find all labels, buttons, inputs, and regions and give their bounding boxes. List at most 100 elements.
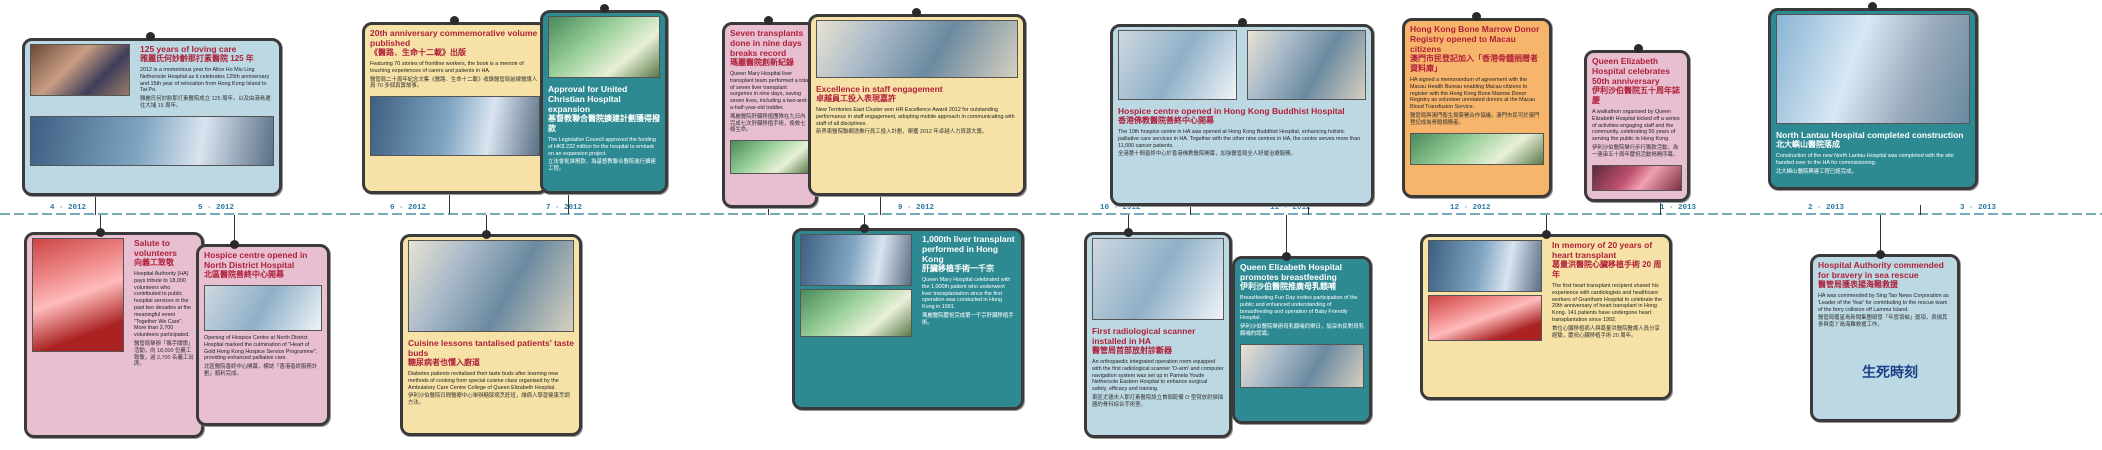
hanging-string [100, 215, 101, 235]
hanging-string [568, 190, 569, 214]
walkathon-photo [1592, 164, 1682, 191]
event-photo [370, 96, 540, 157]
card-body-en: Breastfeeding Fun Day invites participat… [1240, 295, 1358, 322]
hospice-photo [204, 285, 322, 331]
card-title-en: First radiological scanner installed in … [1092, 326, 1196, 346]
card-body-en: 2012 is a momentous year for Alice Ho Mi… [140, 67, 270, 94]
cooking-class-photo [408, 240, 574, 332]
card-title-en: 20th anniversary commemorative volume pu… [370, 28, 538, 48]
card-title-zh: 香港佛教醫院善終中心開幕 [1118, 116, 1214, 125]
card-title-en: In memory of 20 years of heart transplan… [1552, 240, 1653, 260]
hanging-string [1920, 205, 1921, 215]
hanging-string [486, 215, 487, 235]
card-title-zh: 伊利沙伯醫院五十周年誌慶 [1592, 86, 1680, 105]
tick-label: 2 · 2013 [1806, 204, 1847, 212]
card-cuisine-lessons: Cuisine lessons tantalised patients' tas… [400, 234, 582, 436]
pushpin [860, 224, 869, 233]
card-body-zh: 北大嶼山醫院興建工程已經完成。 [1776, 168, 1857, 175]
pushpin [1472, 12, 1481, 21]
card-title-en: 125 years of loving care [140, 44, 237, 54]
event-photo [30, 115, 274, 166]
card-north-lantau: North Lantau Hospital completed construc… [1768, 8, 1978, 190]
pushpin [600, 4, 609, 13]
hanging-string [880, 195, 881, 215]
card-title-en: Hong Kong Bone Marrow Donor Registry ope… [1410, 24, 1540, 54]
card-salute-volunteers: Salute to volunteers 向義工致敬 Hospital Auth… [24, 232, 204, 438]
card-radiological-scanner: First radiological scanner installed in … [1084, 232, 1232, 438]
event-photo [1428, 295, 1542, 341]
pushpin [1542, 230, 1551, 239]
hospital-building-photo [1776, 14, 1970, 124]
card-body-zh: 瑪麗醫院肝臟移植團隊在九日內完成七次肝臟移植手術，挽救七條生命。 [730, 113, 806, 134]
pushpin [1876, 250, 1885, 259]
pushpin [450, 16, 459, 25]
card-title-zh: 瑪麗醫院創新紀錄 [730, 58, 794, 67]
card-body-en: Construction of the new North Lantau Hos… [1776, 153, 1954, 166]
card-title-zh: 醫管局首部放射診斷器 [1092, 346, 1172, 355]
card-title-zh: 伊利沙伯醫院推廣母乳餵哺 [1240, 282, 1336, 291]
card-body-zh: 全港第十間善終中心於香港佛教醫院開幕，加強醫管局全人紓緩治療服務。 [1118, 151, 1296, 158]
card-uch-expansion: Approval for United Christian Hospital e… [540, 10, 668, 194]
card-title-en: Queen Elizabeth Hospital promotes breast… [1240, 262, 1343, 282]
hospital-model-photo [548, 16, 660, 78]
event-photo [1428, 240, 1542, 292]
card-body-en: An orthopaedic integrated operation room… [1092, 359, 1224, 393]
hanging-string [234, 215, 235, 245]
team-photo [800, 234, 912, 286]
card-body-en: The Legislative Council approved the fun… [548, 137, 656, 157]
card-body-zh: 立法會批准撥款，為基督教聯合醫院進行擴建工程。 [548, 159, 656, 173]
hanging-string [1546, 215, 1547, 237]
card-title-en: Hospice centre opened in North District … [204, 250, 308, 270]
card-north-district-hospice: Hospice centre opened in North District … [196, 244, 330, 426]
celebration-photo [800, 289, 912, 337]
card-body-zh: 首位心臟移植病人與葛量洪醫院醫護人員分享經驗，慶祝心臟移植手術 20 周年。 [1552, 325, 1660, 339]
card-title-en: 1,000th liver transplant performed in Ho… [922, 234, 1015, 264]
pushpin [1282, 252, 1291, 261]
event-photo [30, 44, 130, 96]
timeline-line [0, 213, 2102, 215]
card-body-en: Hospital Authority (HA) pays tribute to … [134, 271, 191, 339]
tick-label: 8 · 2012 [736, 204, 777, 212]
pushpin [482, 230, 491, 239]
card-title-zh: 卓越員工投入表現嘉許 [816, 94, 896, 103]
card-title-zh: 醫管局獲表揚海難救援 [1818, 280, 1898, 289]
card-body-en: The 10th hospice centre in HA was opened… [1118, 129, 1361, 149]
card-title-zh: 糖尿病者也懂入廚道 [408, 358, 480, 367]
pushpin [912, 8, 921, 17]
card-buddhist-hospice: Hospice centre opened in Hong Kong Buddh… [1110, 24, 1374, 206]
card-title-zh: 北大嶼山醫院落成 [1776, 140, 1840, 149]
card-body-en: HA signed a memorandum of agreement with… [1410, 77, 1536, 111]
card-body-zh: 東區尤德夫人那打素醫院設立首個配備 O 型臂放射掃描器的骨科綜合手術室。 [1092, 394, 1224, 408]
signing-photo [1410, 132, 1544, 165]
card-title-zh: 基督教聯合醫院擴建計劃獲得撥款 [548, 114, 660, 133]
card-title-zh: 肝臟移植手術一千宗 [922, 264, 994, 273]
tick-label: 4 · 2012 [48, 204, 89, 212]
card-body-en: The first heart transplant recipient sha… [1552, 283, 1662, 323]
card-20th-anniversary: 20th anniversary commemorative volume pu… [362, 22, 548, 194]
award-photo [816, 20, 1018, 78]
card-body-zh: 伊利沙伯醫院舉辦母乳餵哺同樂日，加深市民對母乳餵哺的認識。 [1240, 324, 1364, 337]
card-bone-marrow-macau: Hong Kong Bone Marrow Donor Registry ope… [1402, 18, 1552, 198]
card-body-en: HA was commended by Sing Tao News Corpor… [1818, 293, 1949, 313]
tick-label: 1 · 2013 [1658, 204, 1699, 212]
card-title-en: Cuisine lessons tantalised patients' tas… [408, 338, 574, 358]
card-title-en: Salute to volunteers [134, 238, 177, 258]
hanging-string [1128, 215, 1129, 235]
card-body-en: A walkathon organised by Queen Elizabeth… [1592, 109, 1680, 143]
tick-label: 12 · 2012 [1448, 204, 1493, 212]
card-body-en: Diabetes patients revitalised their tast… [408, 371, 559, 391]
tick-label: 5 · 2012 [196, 204, 237, 212]
card-body-zh: 雅麗氏何妙齡那打素醫院成立 125 周年，以及由港島遷往大埔 15 周年。 [140, 96, 271, 109]
card-title-en: Hospice centre opened in Hong Kong Buddh… [1118, 106, 1345, 116]
hanging-string [1660, 195, 1661, 215]
hanging-string [449, 180, 450, 214]
fun-day-photo [1240, 343, 1364, 388]
card-body-zh: 北區醫院善終中心開幕，標誌「香港善終服務計劃」順利完成。 [204, 364, 318, 377]
hospice-photo [1118, 30, 1237, 100]
hanging-string [1880, 215, 1881, 255]
card-body-en: New Territories East Cluster won HR Exce… [816, 107, 1015, 127]
tick-label: 7 · 2012 [544, 204, 585, 212]
card-title-en: Queen Elizabeth Hospital celebrates 50th… [1592, 56, 1670, 86]
card-title-zh: 北區醫院善終中心開幕 [204, 270, 284, 279]
